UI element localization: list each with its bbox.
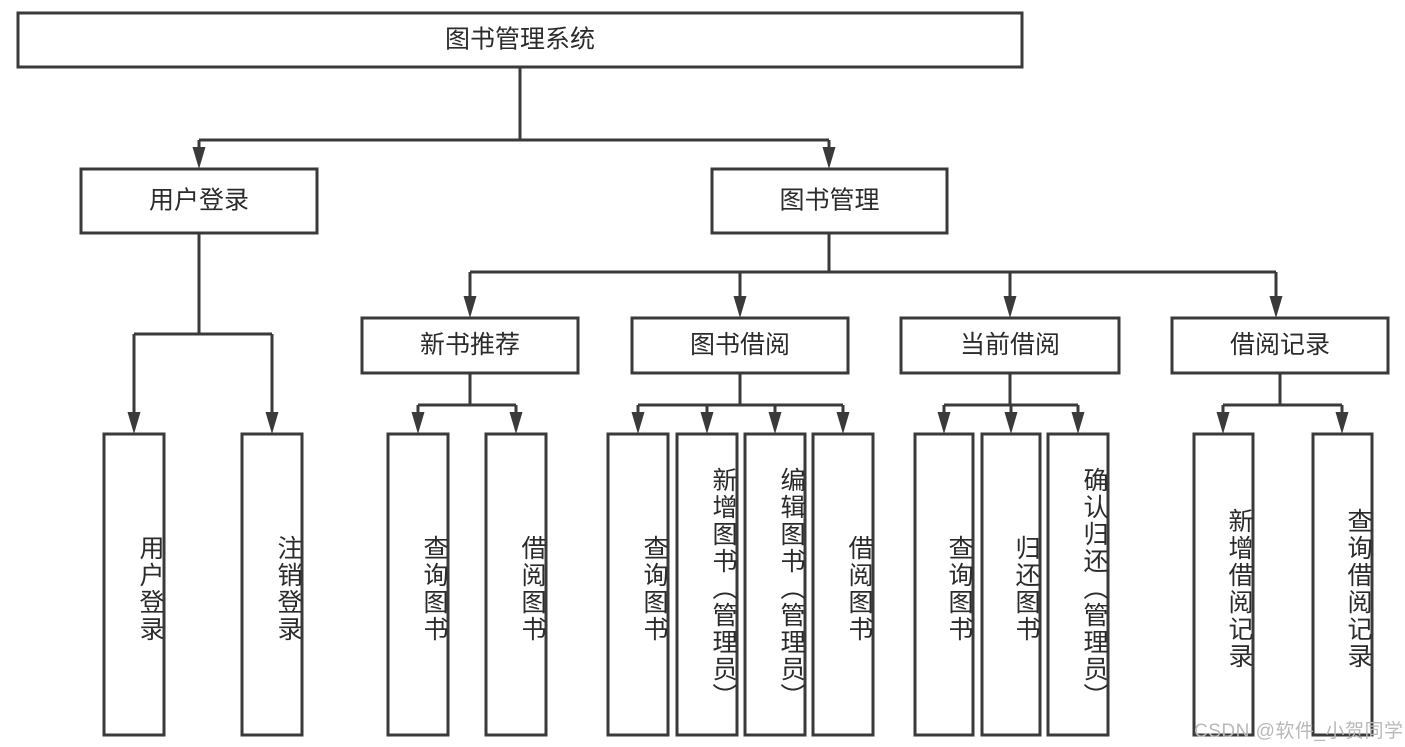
node-box-leaf-add-record[interactable]	[1192, 432, 1255, 737]
node-box-leaf-user-login[interactable]	[102, 432, 166, 737]
arrow-head-icon	[265, 412, 279, 434]
node-label-book-borrow: 图书借阅	[690, 331, 790, 359]
arrow-head-icon	[733, 296, 747, 318]
node-box-leaf-query-book-1[interactable]	[386, 432, 450, 737]
arrow-head-icon	[822, 147, 836, 169]
connector-bookborrow-to-leaves	[631, 373, 850, 434]
arrow-head-icon	[1004, 412, 1018, 434]
node-box-user-login[interactable]	[79, 167, 319, 235]
node-label-user-login: 用户登录	[149, 187, 249, 215]
arrow-head-icon	[411, 412, 425, 434]
node-box-leaf-confirm-return[interactable]	[1046, 432, 1110, 737]
connector-userlogin-to-leaves	[127, 233, 279, 434]
arrow-head-icon	[1071, 412, 1085, 434]
arrow-head-icon	[192, 147, 206, 169]
arrow-head-icon	[463, 296, 477, 318]
connector-currentborrow-to-leaves	[937, 373, 1085, 434]
csdn-watermark: CSDN @软件_小贺同学	[1194, 721, 1404, 742]
node-box-new-book-rec[interactable]	[360, 316, 580, 375]
connector-bookmanage-to-level3	[463, 233, 1283, 318]
node-box-leaf-edit-book[interactable]	[743, 432, 807, 737]
node-label-book-manage: 图书管理	[779, 187, 879, 215]
arrow-head-icon	[1335, 412, 1349, 434]
node-box-book-manage[interactable]	[710, 167, 949, 235]
node-label-new-book-rec: 新书推荐	[420, 331, 520, 359]
node-box-book-borrow[interactable]	[630, 316, 850, 375]
arrow-head-icon	[509, 412, 523, 434]
arrow-head-icon	[836, 412, 850, 434]
node-box-leaf-logout[interactable]	[240, 432, 304, 737]
connector-root-to-level2	[192, 67, 836, 169]
node-box-borrow-record[interactable]	[1170, 316, 1390, 375]
node-label-root: 图书管理系统	[445, 26, 595, 54]
arrow-head-icon	[1003, 296, 1017, 318]
node-box-current-borrow[interactable]	[899, 316, 1121, 375]
node-box-leaf-borrow-book-1[interactable]	[484, 432, 548, 737]
node-box-leaf-borrow-book-2[interactable]	[811, 432, 875, 737]
node-box-leaf-query-record[interactable]	[1311, 432, 1374, 737]
arrow-head-icon	[127, 412, 141, 434]
node-box-leaf-query-book-3[interactable]	[913, 432, 975, 737]
connector-borrowrecord-to-leaves	[1216, 373, 1349, 434]
arrow-head-icon	[1269, 296, 1283, 318]
arrow-head-icon	[631, 412, 645, 434]
arrow-head-icon	[768, 412, 782, 434]
node-box-leaf-return-book[interactable]	[980, 432, 1042, 737]
arrow-head-icon	[1216, 412, 1230, 434]
node-label-borrow-record: 借阅记录	[1230, 331, 1330, 359]
node-box-leaf-add-book[interactable]	[675, 432, 739, 737]
arrow-head-icon	[700, 412, 714, 434]
arrow-head-icon	[937, 412, 951, 434]
connector-newbook-to-leaves	[411, 373, 523, 434]
node-box-root[interactable]	[16, 11, 1024, 69]
node-box-leaf-query-book-2[interactable]	[606, 432, 670, 737]
node-label-current-borrow: 当前借阅	[960, 331, 1060, 359]
